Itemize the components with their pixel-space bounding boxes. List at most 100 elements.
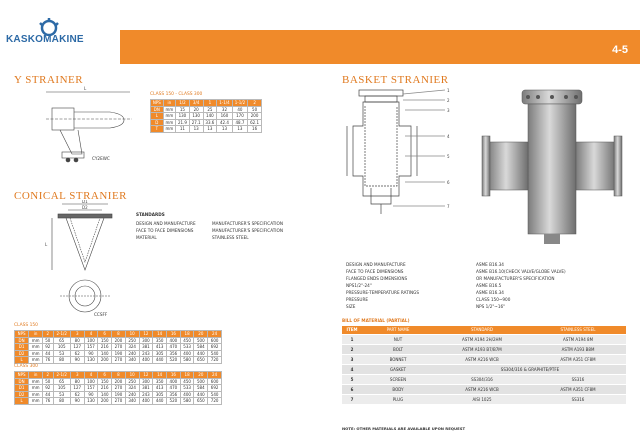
y-table-cell: 50: [247, 105, 262, 113]
y-table-cell: 13: [231, 125, 249, 133]
bom-cell: PLUG: [362, 394, 434, 405]
spec-value: ASME B16.34: [476, 262, 504, 267]
y-table-caption: CLASS 150 - CLASS 300: [150, 92, 203, 97]
callout-6: 6: [447, 180, 450, 185]
class300-cell: mm: [28, 397, 44, 405]
class150-cell: 340: [124, 356, 140, 364]
bom-cell: ASTM A351 CF8M: [530, 354, 626, 365]
class150-cell: 200: [97, 356, 113, 364]
standard-key: FACE TO FACE DIMENSIONS: [136, 228, 194, 233]
y-strainer-title: Y STRAINER: [14, 74, 84, 86]
y-table-cell: T: [150, 125, 164, 133]
brand-logo[interactable]: KASKOMAKINE: [6, 16, 118, 62]
class150-cell: 270: [111, 356, 126, 364]
y-strainer-drawing: L: [46, 86, 132, 163]
bom-cell: 3: [342, 354, 362, 365]
standard-value: MANUFACTURER'S SPECIFICATION: [212, 228, 283, 233]
bom-cell: ASTM A194 2H/2HM: [434, 334, 530, 345]
bom-cell: ASTM A216 WCB: [434, 384, 530, 395]
standard-value: STAINLESS STEEL: [212, 235, 249, 240]
spec-key: PRESSURE: [346, 297, 369, 302]
callout-7: 7: [447, 204, 450, 209]
class300-cell: 200: [97, 397, 113, 405]
spec-value: ASME B16.10(CHECK VALVE/GLOBE VALVE): [476, 269, 566, 274]
bom-cell: ASTM A216 WCB: [434, 354, 530, 365]
bom-header-cell: STAINLESS STEEL: [530, 326, 626, 335]
bom-cell: BODY: [362, 384, 434, 395]
bom-cell: NUT: [362, 334, 434, 345]
y-table-cell: 62.1: [247, 118, 262, 126]
spec-value: NPS 1/2"~16": [476, 304, 506, 309]
class150-cell: 76: [42, 356, 54, 364]
standard-value: MANUFACTURER'S SPECIFICATION: [212, 221, 283, 226]
dim-d1-label: D1: [82, 200, 88, 204]
basket-section-drawing: 1 2 3 4 5 6 7: [346, 88, 450, 214]
class300-cell: 520: [166, 397, 181, 405]
bom-cell: AISI 1025: [434, 394, 530, 405]
bom-cell: BOLT: [362, 344, 434, 355]
class150-cell: 720: [207, 356, 222, 364]
y-table-cell: mm: [162, 105, 177, 113]
bom-header-cell: PART NAME: [362, 326, 434, 335]
callout-4: 4: [447, 134, 450, 139]
bom-cell: GASKET: [362, 364, 434, 375]
header-bar: KASKOMAKINE 4-5: [0, 0, 640, 64]
basket-title: BASKET STRANIER: [342, 74, 449, 86]
y-table-cell: mm: [162, 118, 177, 126]
spec-value: ASME B16.34: [476, 290, 504, 295]
callout-2: 2: [447, 98, 450, 103]
class300-cell: 130: [83, 397, 99, 405]
bom-cell: 7: [342, 394, 362, 405]
spec-value: CLASS 150~900: [476, 297, 511, 302]
dim-l-label: L: [84, 86, 87, 91]
bom-cell: BONNET: [362, 354, 434, 365]
class300-cell: L: [13, 397, 30, 405]
standard-key: MATERIAL: [136, 235, 157, 240]
spec-key: DESIGN AND MANUFACTURE: [346, 262, 406, 267]
class150-cell: mm: [28, 356, 44, 364]
bom-note: NOTE: OTHER MATERIALS ARE AVAILABLE UPON…: [342, 426, 466, 431]
y-table-cell: 48.7: [231, 118, 249, 126]
conical-title: CONICAL STRANIER: [14, 190, 128, 202]
spec-key: FACE TO FACE DIMENSIONS: [346, 269, 404, 274]
bom-cell: ASTM A351 CF8M: [530, 384, 626, 395]
bom-cell: 5: [342, 374, 362, 385]
class150-cell: L: [13, 356, 30, 364]
callout-3: 3: [447, 108, 450, 113]
class300-cell: 650: [193, 397, 209, 405]
class150-cell: 130: [83, 356, 99, 364]
class300-cell: 340: [124, 397, 140, 405]
y-table-cell: in: [162, 99, 177, 107]
y-table-cell: 170: [231, 112, 249, 120]
y-model-label: CY2EWC: [92, 156, 110, 161]
bom-cell: SS304/316 & GRAPHITE/PTFE: [434, 364, 626, 375]
standard-key: DESIGN AND MANUFACTURE: [136, 221, 196, 226]
y-table-cell: 200: [247, 112, 262, 120]
dim-d2-label: D2: [82, 205, 88, 210]
y-table-cell: 27.1: [188, 118, 204, 126]
standards-title: STANDARDS: [136, 212, 165, 217]
class300-cell: 270: [111, 397, 126, 405]
class300-cell: 400: [138, 397, 154, 405]
bom-cell: 4: [342, 364, 362, 375]
class300-caption: CLASS 300: [14, 364, 38, 369]
bom-header-cell: STANDARD: [434, 326, 530, 335]
class300-cell: 720: [207, 397, 222, 405]
callout-5: 5: [447, 154, 450, 159]
